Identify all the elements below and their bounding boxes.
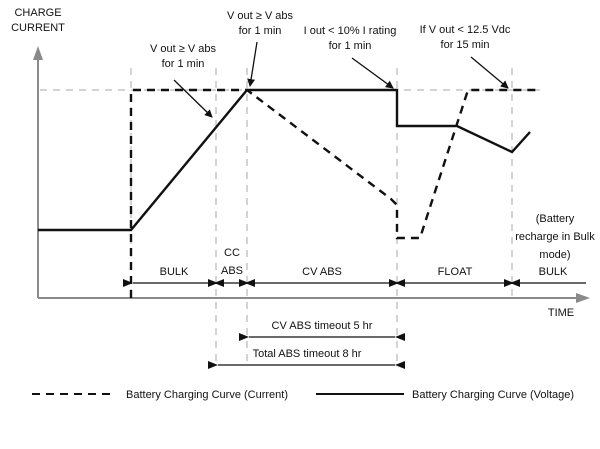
recharge-note: recharge in Bulk [515,231,595,243]
total-abs-timeout-label: Total ABS timeout 8 hr [253,348,362,360]
legend-current-label: Battery Charging Curve (Current) [126,389,288,401]
annotation-4: for 15 min [441,39,490,51]
annotation-1: V out ≥ V abs [150,43,216,55]
annotation-arrow [470,56,509,89]
cv-abs-timeout-label: CV ABS timeout 5 hr [272,320,373,332]
phase-cv-abs-label: CV ABS [302,266,342,278]
annotation-2: V out ≥ V abs [227,10,293,22]
x-axis-arrow [576,293,590,303]
annotation-3: for 1 min [329,40,372,52]
recharge-note: mode) [539,249,570,261]
phase-bulk-label: BULK [160,266,189,278]
phase-float-label: FLOAT [438,266,473,278]
phase-bulk2-label: BULK [539,266,568,278]
annotation-3: I out < 10% I rating [304,25,397,37]
annotation-2: for 1 min [239,25,282,37]
legend-voltage-label: Battery Charging Curve (Voltage) [412,389,574,401]
y-axis-arrow [33,46,43,60]
current-curve [129,88,540,298]
phase-cc-abs-label: CC [224,247,240,259]
annotation-arrow [173,79,213,118]
annotation-4: If V out < 12.5 Vdc [420,24,511,36]
annotation-arrow [247,41,258,87]
annotation-arrow [351,57,394,89]
y-axis-label: CURRENT [11,22,65,34]
voltage-curve [38,88,531,232]
x-axis-label: TIME [548,307,574,319]
recharge-note: (Battery [536,213,575,225]
annotation-1: for 1 min [162,58,205,70]
phase-cc-abs-label: ABS [221,265,243,277]
y-axis-label: CHARGE [14,7,61,19]
